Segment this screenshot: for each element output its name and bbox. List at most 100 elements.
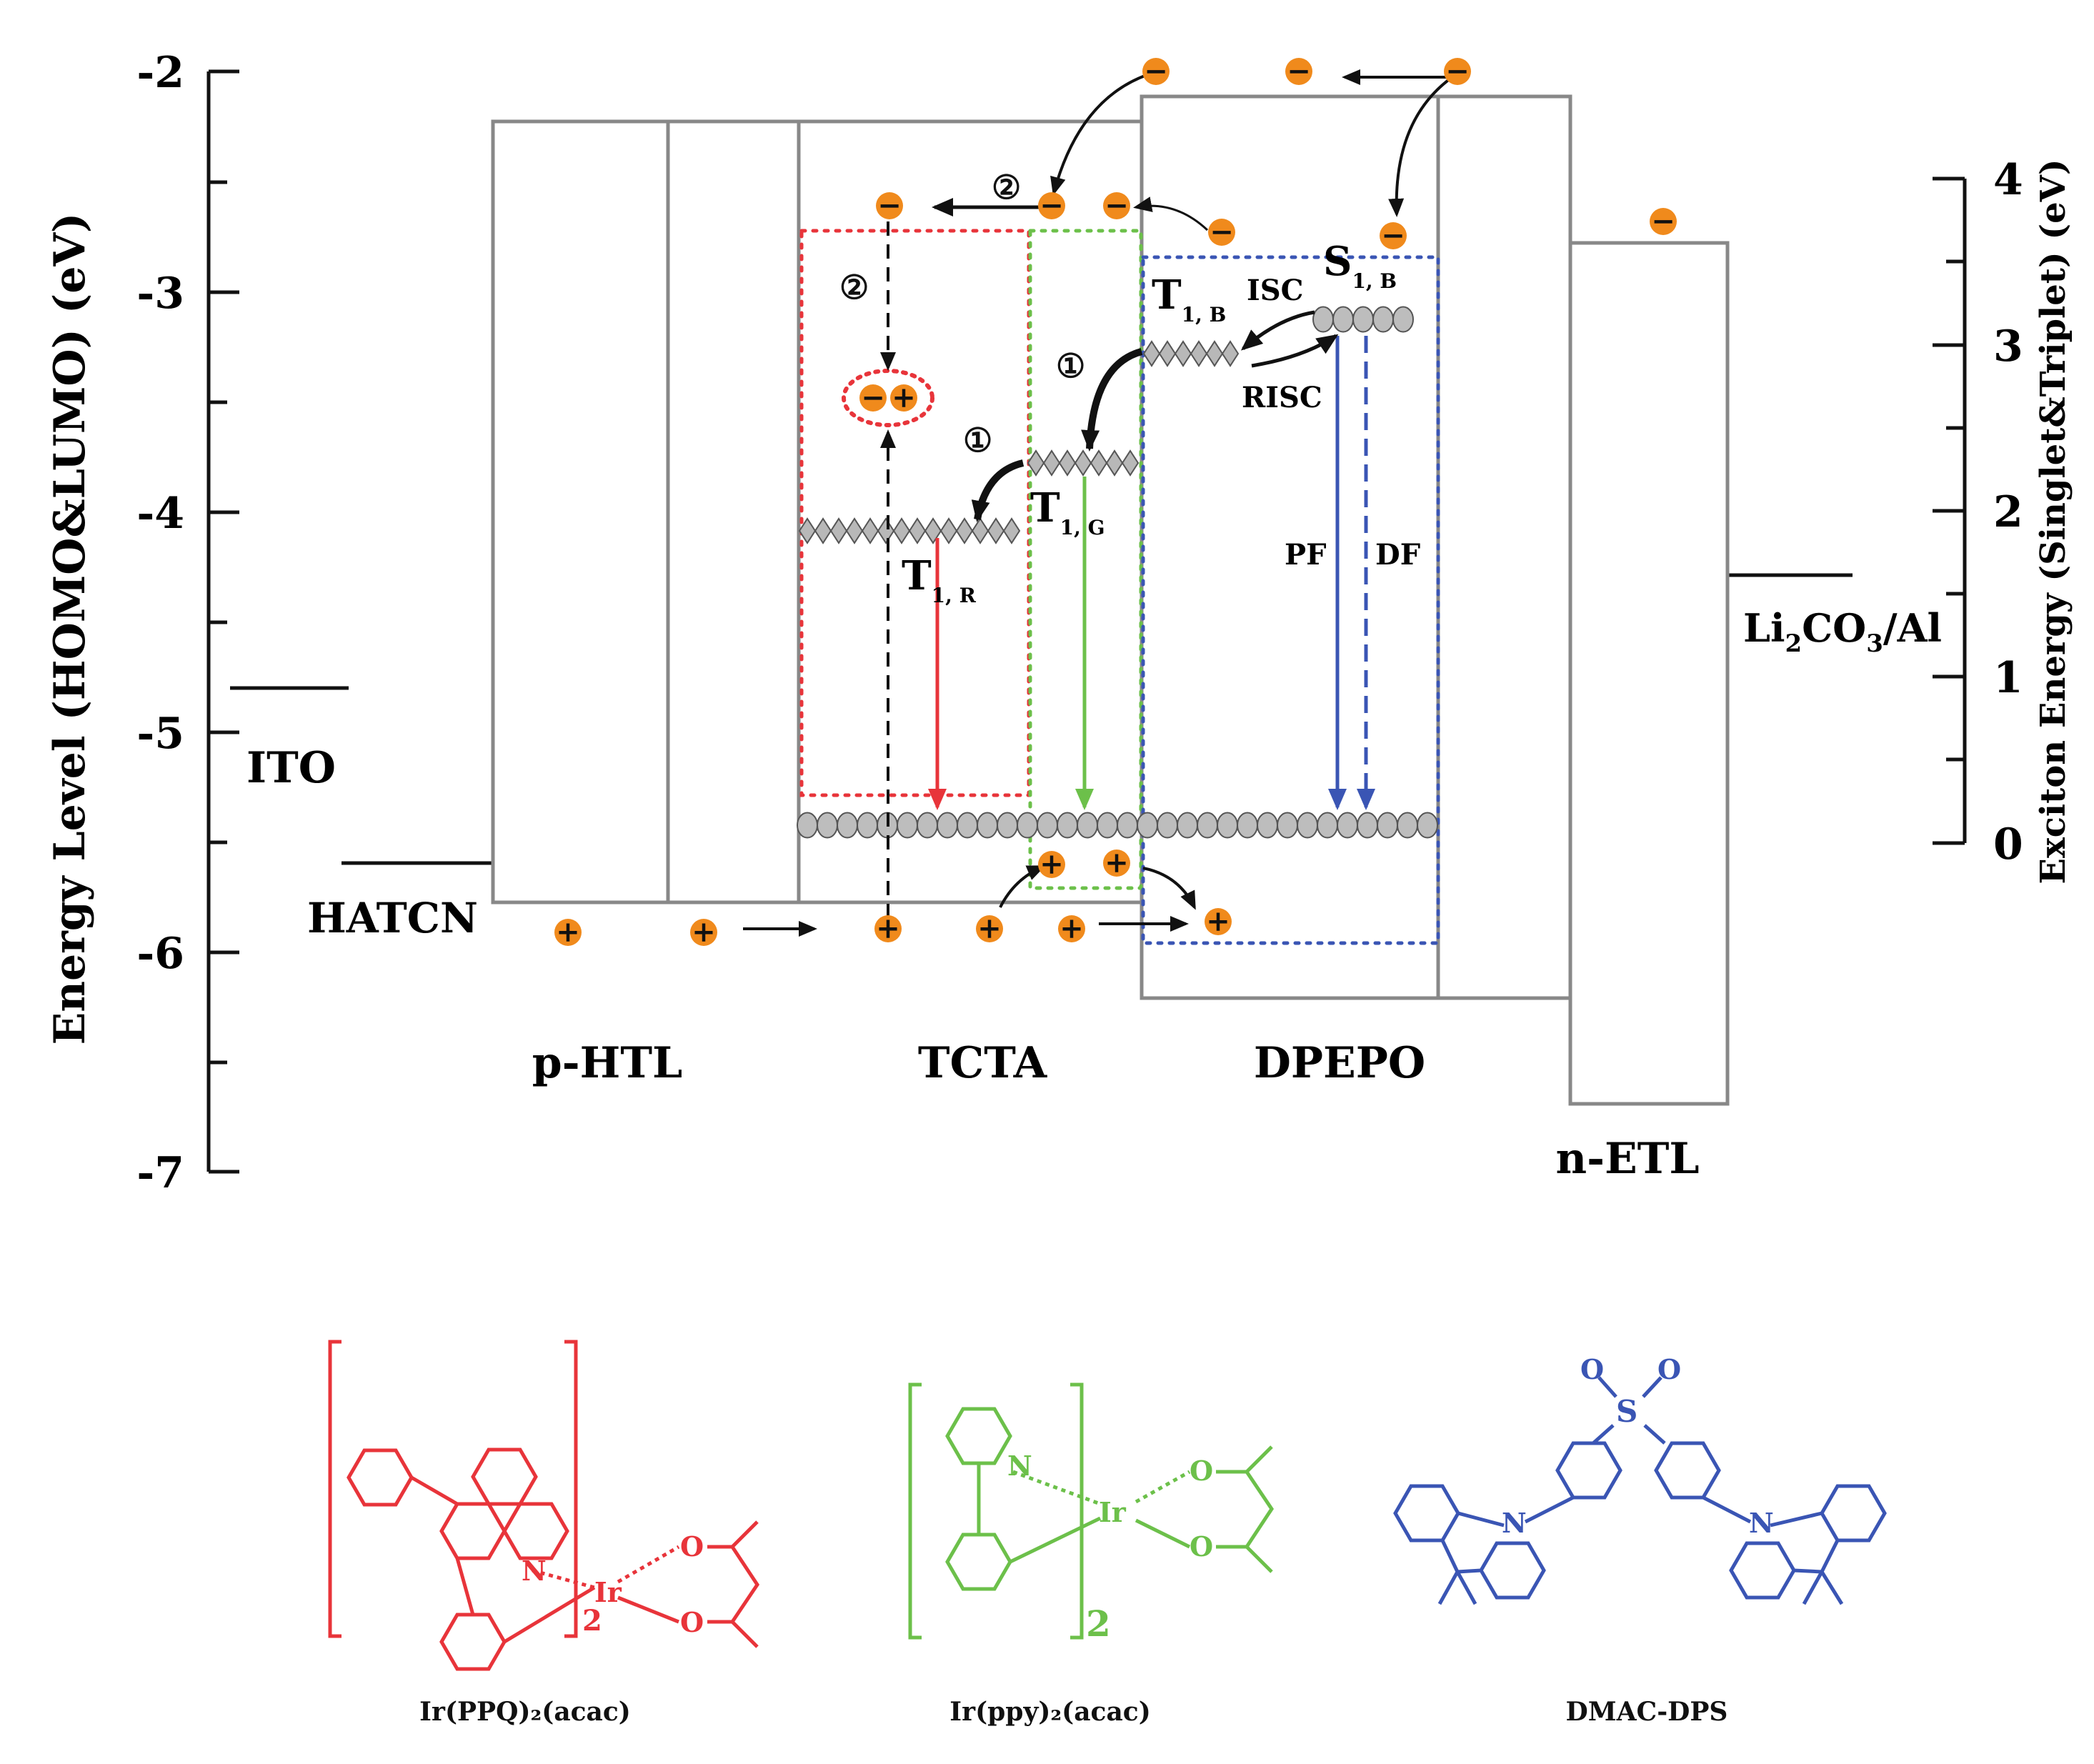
state-diamond <box>877 517 895 544</box>
hole-sign: + <box>876 912 900 945</box>
emitter-zones <box>799 229 1440 945</box>
state-diamond <box>1205 340 1224 367</box>
electron-dot <box>1285 58 1312 85</box>
state-bead <box>1372 306 1394 333</box>
left-tick-m5: -5 <box>136 709 184 759</box>
right-tick-2: 2 <box>1993 487 2023 537</box>
df-label: DF <box>1375 538 1420 572</box>
etl-box-b <box>1568 241 1730 1106</box>
electron-sign: − <box>1445 54 1470 88</box>
s1b-label: S1, B <box>1323 238 1397 293</box>
ir-ppy-structure <box>908 1382 1275 1640</box>
hole-3: + <box>976 912 1003 945</box>
state-bead <box>977 812 998 839</box>
phtl-label: p-HTL <box>532 1038 682 1088</box>
state-diamond <box>861 517 879 544</box>
state-bead <box>1317 812 1338 839</box>
left-tick-m6: -6 <box>136 929 184 979</box>
red-atom-n: N <box>522 1555 547 1587</box>
hole-dot <box>976 915 1003 942</box>
electron-dot <box>1103 192 1130 219</box>
dmac-dps-structure <box>1393 1376 1887 1605</box>
emission-arrows <box>928 336 1375 810</box>
phtl-box-b <box>666 119 801 905</box>
electron-sign: − <box>877 189 902 222</box>
green-atom-n: N <box>1007 1450 1032 1482</box>
state-bead <box>1037 812 1058 839</box>
state-bead <box>1297 812 1318 839</box>
state-bead <box>1277 812 1298 839</box>
state-labels: S1, B T1, B T1, G T1, R ISC RISC PF DF <box>902 238 1420 607</box>
state-diamond <box>1190 340 1208 367</box>
state-bead <box>1117 812 1138 839</box>
hole-8: + <box>890 381 917 414</box>
state-bead <box>1397 812 1418 839</box>
recombination-ellipse <box>842 369 934 427</box>
electron-dot <box>1650 208 1677 235</box>
tcta-box <box>797 119 1144 905</box>
right-tick-0: 0 <box>1993 819 2023 869</box>
t1g-state-row <box>1027 449 1140 477</box>
t1r-label: T1, R <box>902 552 977 607</box>
step-one-upper: ① <box>1056 347 1085 385</box>
t1b-state-row <box>1142 340 1240 367</box>
electron-sign: − <box>1144 54 1168 88</box>
t1b-to-t1g-arrow <box>1081 348 1143 452</box>
green-atom-ir: Ir <box>1099 1496 1127 1528</box>
layer-boxes <box>491 94 1730 1106</box>
hole-dot <box>1103 849 1130 877</box>
electron-dot <box>1142 58 1170 85</box>
state-bead <box>1417 812 1438 839</box>
hole-up-arrow <box>999 865 1046 908</box>
t1g-to-t1r-arrow <box>971 459 1024 522</box>
state-bead <box>1237 812 1258 839</box>
hole-down-arrow <box>1142 867 1196 910</box>
state-diamond <box>1002 517 1021 544</box>
hole-7: + <box>1103 846 1130 879</box>
state-bead <box>1337 812 1358 839</box>
state-bead <box>1077 812 1098 839</box>
blue-atom-n2: N <box>1749 1507 1774 1539</box>
hole-2: + <box>874 912 902 945</box>
blue-atom-n1: N <box>1502 1507 1527 1539</box>
state-bead <box>957 812 978 839</box>
state-bead <box>1312 306 1334 333</box>
state-diamond <box>1074 449 1092 477</box>
state-diamond <box>892 517 911 544</box>
state-diamond <box>814 517 832 544</box>
ito-label: ITO <box>246 743 336 793</box>
phtl-box-a <box>491 119 670 905</box>
state-diamond <box>987 517 1005 544</box>
right-axis: 4 3 2 1 0 Exciton Energy (Singlet&Triple… <box>1933 155 2073 885</box>
state-bead <box>997 812 1018 839</box>
etl-box-a <box>1436 94 1572 1000</box>
electron-7: − <box>1380 219 1407 252</box>
left-tick-m4: -4 <box>136 489 184 539</box>
right-tick-4: 4 <box>1993 155 2023 205</box>
red-atom-ir: Ir <box>594 1576 622 1608</box>
state-bead <box>1017 812 1038 839</box>
hole-sign: + <box>1039 847 1064 881</box>
hole-dot <box>874 915 902 942</box>
state-bead <box>897 812 918 839</box>
green-subscript: 2 <box>1086 1603 1111 1645</box>
electron-sign: − <box>1287 54 1311 88</box>
blue-atom-o1: O <box>1580 1353 1604 1385</box>
state-diamond <box>1221 340 1240 367</box>
netl-label: n-ETL <box>1555 1134 1699 1184</box>
electron-sign: − <box>1210 215 1234 249</box>
state-diamond <box>1142 340 1161 367</box>
t1g-label: T1, G <box>1030 484 1105 539</box>
left-tick-m2: -2 <box>136 48 184 98</box>
blue-zone <box>1141 255 1440 945</box>
electron-1: − <box>1285 54 1312 88</box>
green-atom-o2: O <box>1190 1530 1213 1563</box>
electron-drop-left <box>1050 74 1147 196</box>
electron-9: − <box>859 381 887 414</box>
step-markers: ② ② ① ① <box>839 168 1085 459</box>
risc-label: RISC <box>1242 381 1322 414</box>
green-atom-o1: O <box>1190 1455 1213 1487</box>
electron-sign: − <box>1381 219 1405 252</box>
hole-sign: + <box>1206 905 1230 938</box>
